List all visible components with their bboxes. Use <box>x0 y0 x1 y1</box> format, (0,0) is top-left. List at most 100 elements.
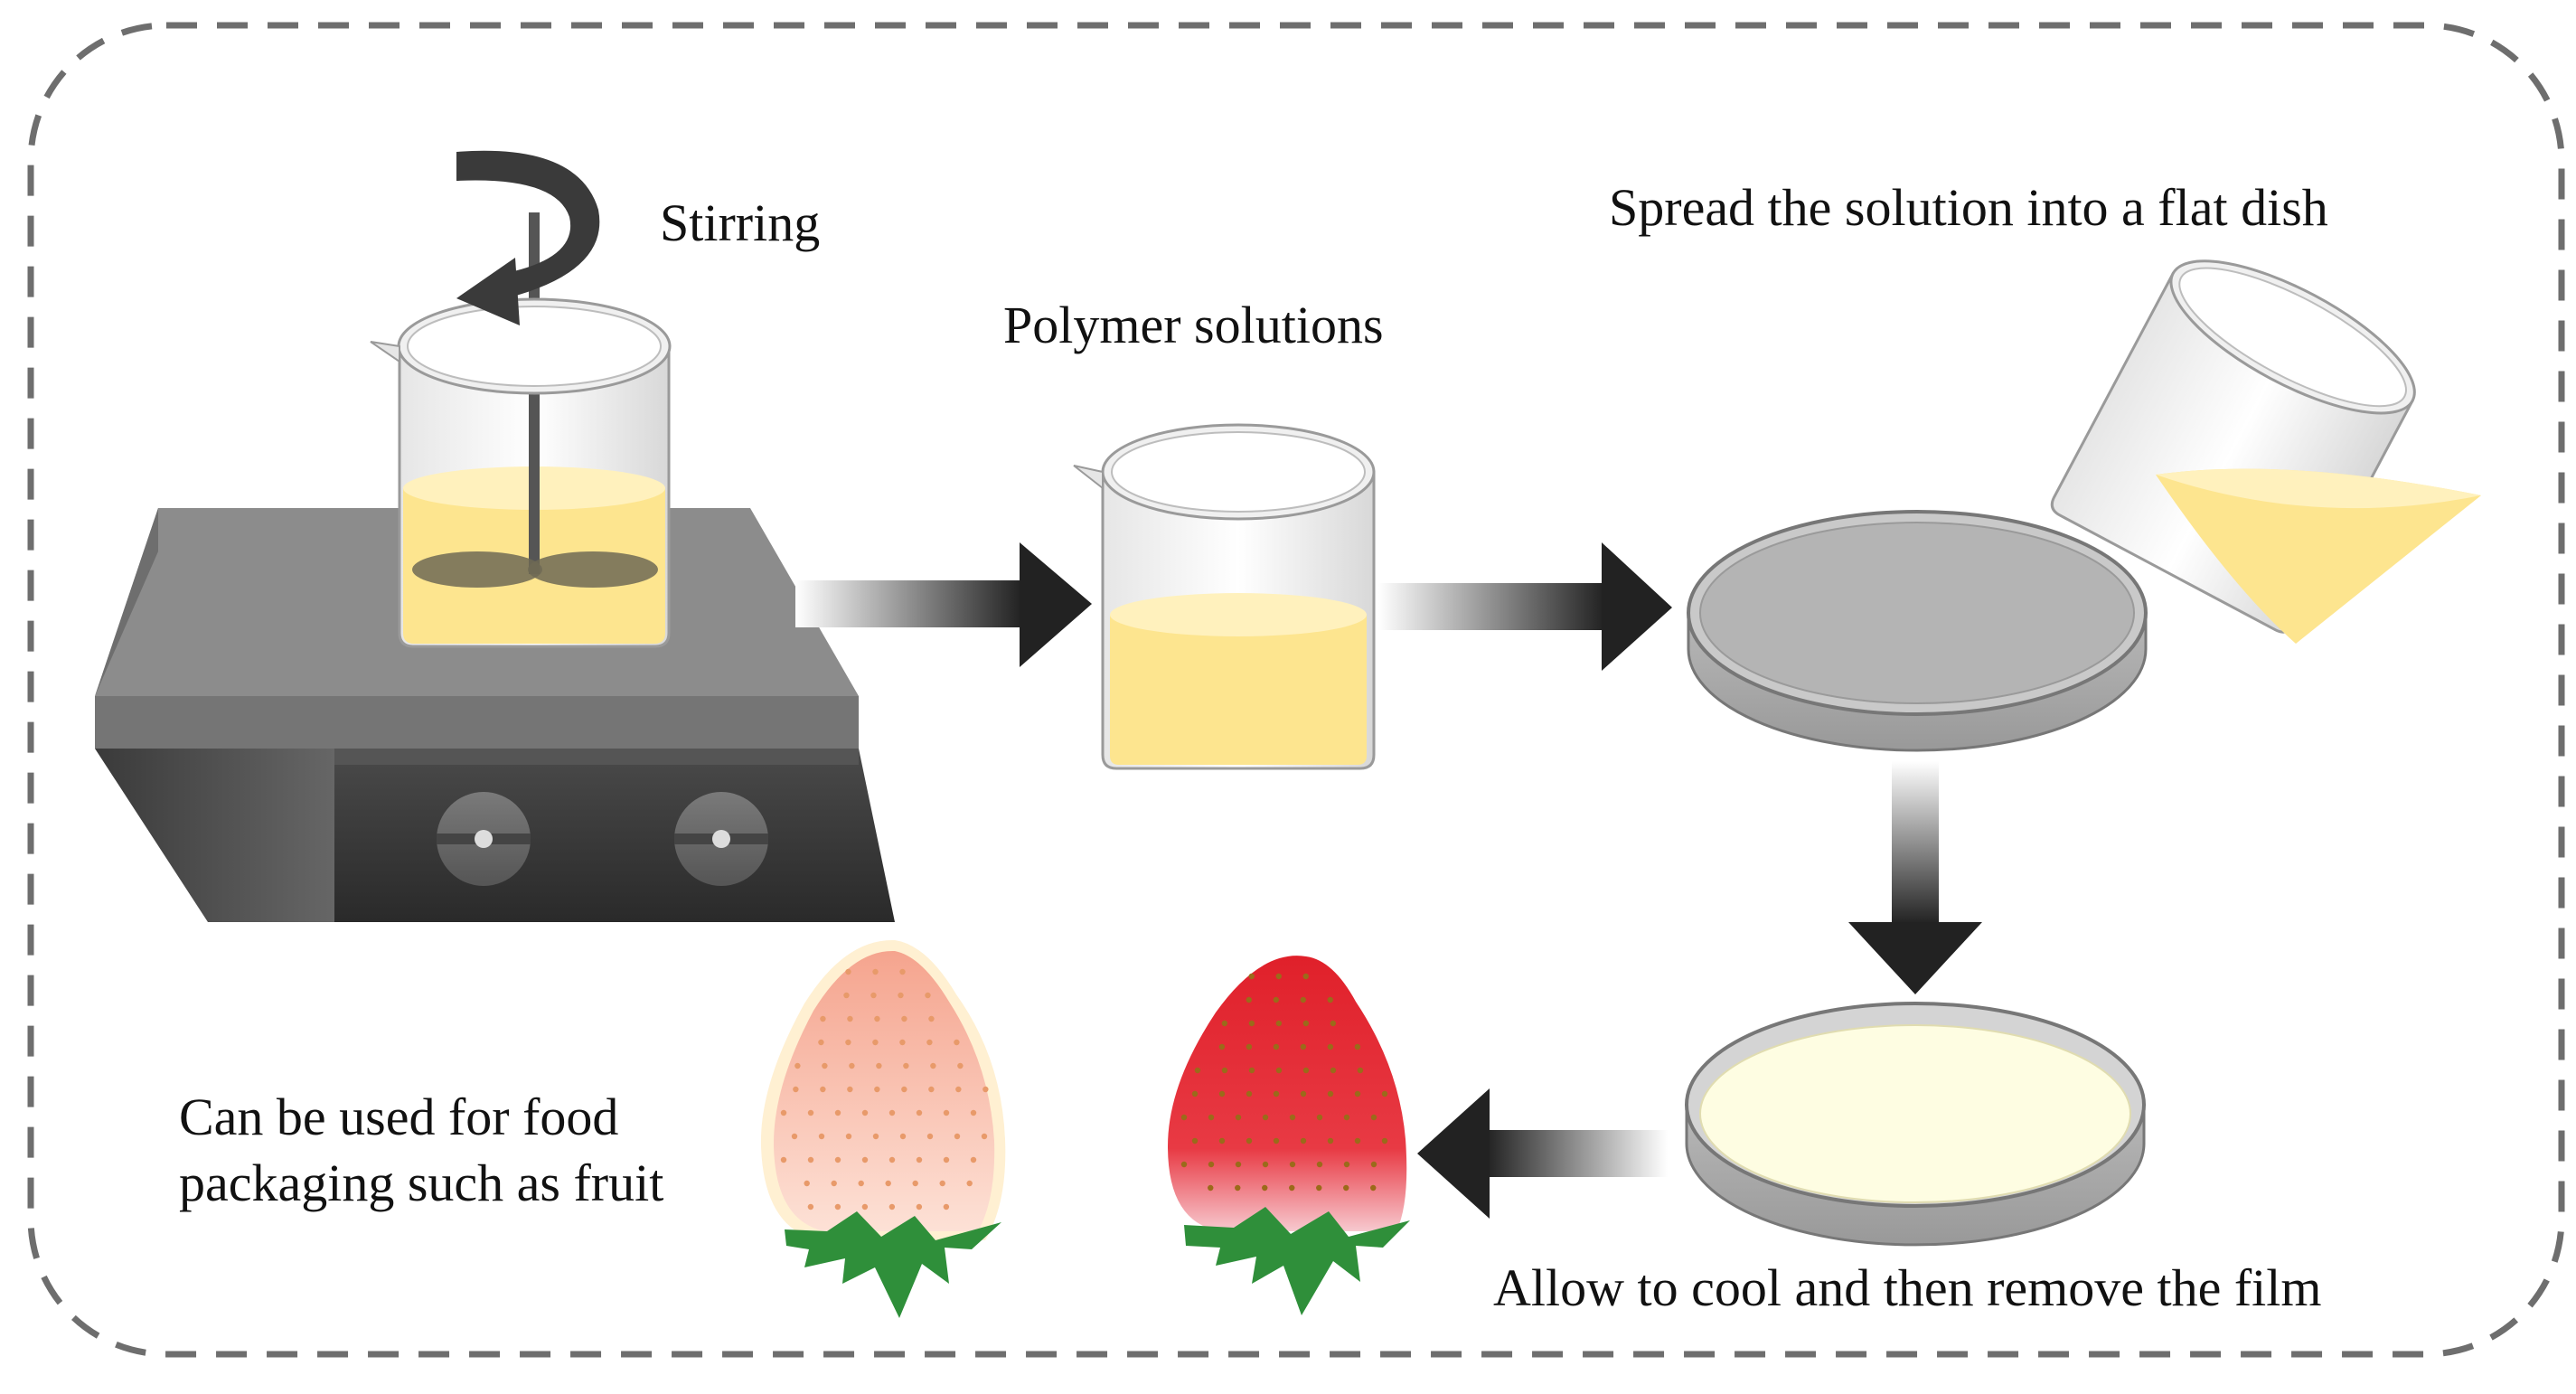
strawberry-seed <box>903 1062 909 1069</box>
strawberry-seed <box>818 1039 824 1046</box>
strawberry-seed <box>822 1062 828 1069</box>
strawberry-seed <box>847 1015 853 1022</box>
strawberry-seed <box>1330 1067 1337 1074</box>
strawberry-seed <box>843 992 850 999</box>
strawberry-seed <box>834 1109 841 1116</box>
strawberry-seed <box>1289 1161 1296 1168</box>
strawberry-seed <box>1191 1090 1199 1097</box>
strawberry-seed <box>888 1109 896 1116</box>
strawberry-seed <box>1302 1020 1310 1027</box>
beaker-icon <box>1073 423 1376 770</box>
strawberry-seed <box>1218 1043 1226 1050</box>
coated-strawberry-icon <box>760 939 1006 1318</box>
strawberry-seed <box>955 1086 962 1093</box>
strawberry-seed <box>874 1086 880 1093</box>
strawberry-seed <box>1343 1114 1350 1121</box>
strawberry-seed <box>1381 1137 1388 1144</box>
strawberry-seed <box>807 1109 814 1116</box>
strawberry-seed <box>1330 1020 1337 1027</box>
strawberry-seed <box>899 1039 906 1046</box>
strawberry-seed <box>916 1156 923 1163</box>
strawberry-seed <box>1327 996 1334 1003</box>
strawberry-seed <box>834 1156 841 1163</box>
strawberry-seed <box>1302 973 1309 980</box>
strawberry-seed <box>876 1062 882 1069</box>
strawberry-seed <box>939 1180 945 1187</box>
strawberry-seed <box>861 1156 869 1163</box>
strawberry-seed <box>928 1086 935 1093</box>
strawberry-seed <box>1194 1067 1201 1074</box>
strawberry-seed <box>1262 1161 1269 1168</box>
strawberry-seed <box>1235 1161 1242 1168</box>
strawberry-seed <box>912 1180 918 1187</box>
strawberry-seed <box>916 1109 923 1116</box>
label-cool-remove-film: Allow to cool and then remove the film <box>1493 1258 2322 1317</box>
strawberry-seed <box>818 1133 825 1140</box>
strawberry-seed <box>807 1156 814 1163</box>
stirring-rotation-icon <box>456 150 600 325</box>
strawberry-seed <box>899 1133 907 1140</box>
strawberry-seed <box>1370 1161 1377 1168</box>
strawberry-seed <box>1289 1114 1296 1121</box>
strawberry-seed <box>970 1156 977 1163</box>
strawberry-seed <box>1370 1114 1377 1121</box>
strawberry-seed <box>845 968 851 975</box>
label-stirring: Stirring <box>660 193 821 252</box>
arrow-right-icon <box>795 542 1092 667</box>
strawberry-seed <box>872 968 879 975</box>
strawberry-seed <box>1354 1090 1361 1097</box>
strawberry-seed <box>943 1203 950 1210</box>
strawberry-seed <box>888 1156 896 1163</box>
strawberry-seed <box>899 968 906 975</box>
strawberry-seed <box>1316 1161 1323 1168</box>
strawberry-seed <box>1327 1043 1334 1050</box>
strawberry-seed <box>1300 1043 1307 1050</box>
arrow-down-icon <box>1848 761 1982 994</box>
strawberry-seed <box>1370 1184 1377 1191</box>
strawberry-seed <box>1246 1043 1253 1050</box>
strawberry-seed <box>1180 1114 1188 1121</box>
strawberry-seed <box>1316 1184 1322 1191</box>
strawberry-seed <box>1357 1067 1364 1074</box>
strawberry-seed <box>780 1156 787 1163</box>
strawberry-seed <box>1248 1020 1255 1027</box>
strawberry-seed <box>1273 1137 1280 1144</box>
strawberry-seed <box>930 1062 936 1069</box>
strawberry-seed <box>982 1086 989 1093</box>
label-spread-solution: Spread the solution into a flat dish <box>1609 178 2328 237</box>
strawberry-seed <box>885 1180 891 1187</box>
strawberry-seed <box>1275 1067 1283 1074</box>
strawberry-seed <box>981 1133 988 1140</box>
strawberry-seed <box>794 1062 801 1069</box>
strawberry-seed <box>820 1086 826 1093</box>
strawberry-seed <box>807 1203 814 1210</box>
strawberry-seed <box>1235 1184 1241 1191</box>
label-food-packaging: Can be used for food packaging such as f… <box>179 1088 664 1212</box>
strawberry-seed <box>916 1203 923 1210</box>
strawberry-seed <box>845 1133 852 1140</box>
strawberry-seed <box>970 1109 977 1116</box>
strawberry-seed <box>1327 1090 1334 1097</box>
strawberry-seed <box>847 1086 853 1093</box>
strawberry-seed <box>1235 1114 1242 1121</box>
strawberry-seed <box>861 1203 869 1210</box>
strawberry-seed <box>943 1109 950 1116</box>
strawberry-seed <box>1273 1090 1280 1097</box>
strawberry-seed <box>901 1086 907 1093</box>
strawberry-seed <box>845 1039 851 1046</box>
strawberry-seed <box>1316 1114 1323 1121</box>
strawberry-seed <box>1218 1137 1226 1144</box>
strawberry-seed <box>1273 996 1280 1003</box>
strawberry-seed <box>780 1109 787 1116</box>
strawberry-seed <box>1191 1137 1199 1144</box>
strawberry-seed <box>1221 1067 1228 1074</box>
strawberry-seed <box>1248 1067 1255 1074</box>
strawberry-seed <box>888 1203 896 1210</box>
strawberry-seed <box>1289 1184 1295 1191</box>
pouring-solution <box>2156 468 2481 644</box>
strawberry-seed <box>954 1039 960 1046</box>
strawberry-seed <box>926 1133 934 1140</box>
strawberry-seed <box>898 992 904 999</box>
petri-dish-icon <box>1687 510 2148 752</box>
arrow-right-icon <box>1378 542 1672 671</box>
